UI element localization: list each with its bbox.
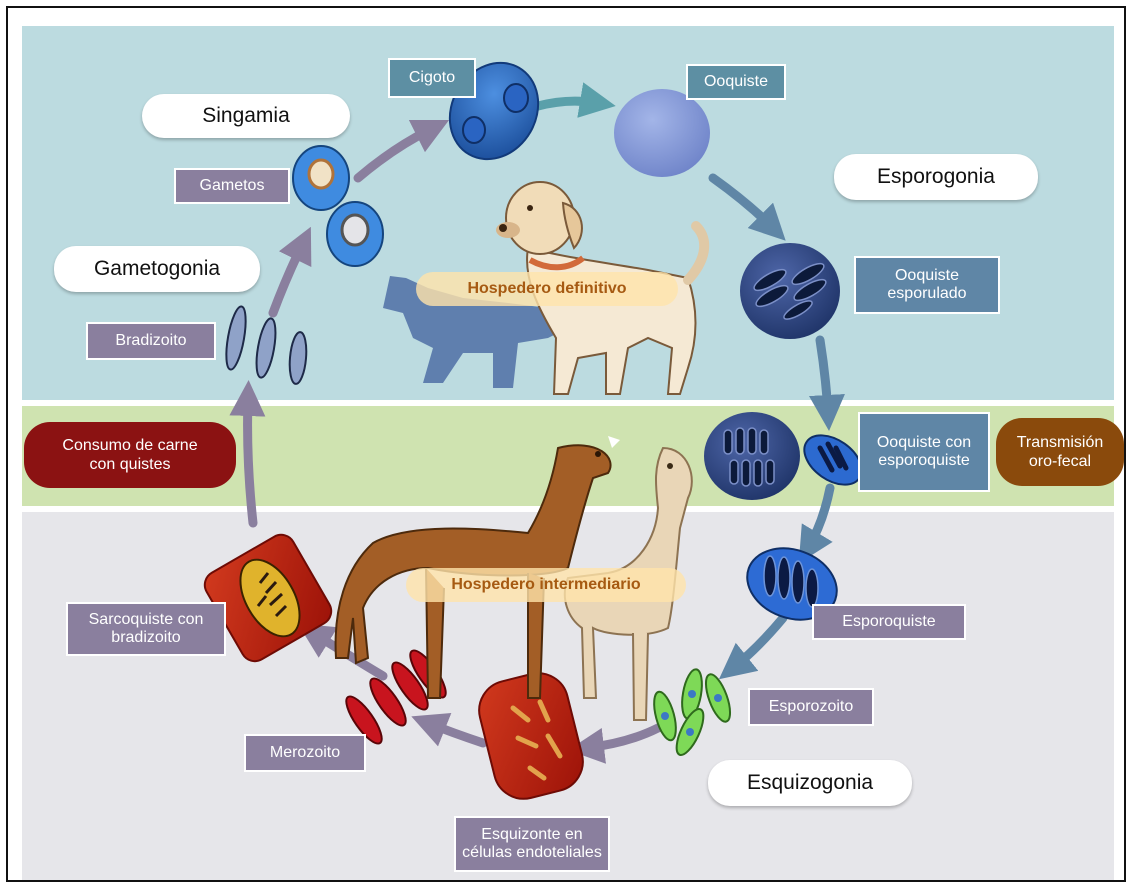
- label-gametos: Gametos: [174, 168, 290, 204]
- transmission-consumo: Consumo de carne con quistes: [24, 422, 236, 488]
- label-esquizonte: Esquizonte en células endoteliales: [454, 816, 610, 872]
- label-ooquiste-esporoquiste: Ooquiste con esporoquiste: [858, 412, 990, 492]
- ooquiste-cell-icon: [614, 89, 710, 177]
- label-merozoito: Merozoito: [244, 734, 366, 772]
- label-sarcoquiste: Sarcoquiste con bradizoito: [66, 602, 226, 656]
- label-esporoquiste: Esporoquiste: [812, 604, 966, 640]
- host-intermediario: Hospedero intermediario: [406, 568, 686, 602]
- stage-esquizogonia: Esquizogonia: [708, 760, 912, 806]
- label-esporozoito: Esporozoito: [748, 688, 874, 726]
- label-cigoto: Cigoto: [388, 58, 476, 98]
- host-definitivo: Hospedero definitivo: [416, 272, 678, 306]
- oocyst-with-sporocysts-icon: [704, 412, 871, 500]
- stage-singamia: Singamia: [142, 94, 350, 138]
- sporulated-oocyst-icon: [740, 243, 840, 339]
- transmission-oro-fecal: Transmisión oro-fecal: [996, 418, 1124, 486]
- label-ooquiste: Ooquiste: [686, 64, 786, 100]
- llama-icon: [336, 436, 620, 698]
- label-ooquiste-esporulado: Ooquiste esporulado: [854, 256, 1000, 314]
- label-bradizoito: Bradizoito: [86, 322, 216, 360]
- stage-gametogonia: Gametogonia: [54, 246, 260, 292]
- diagram-frame: Singamia Gametogonia Esporogonia Esquizo…: [6, 6, 1126, 882]
- stage-esporogonia: Esporogonia: [834, 154, 1038, 200]
- bradyzoite-icon: [223, 305, 309, 385]
